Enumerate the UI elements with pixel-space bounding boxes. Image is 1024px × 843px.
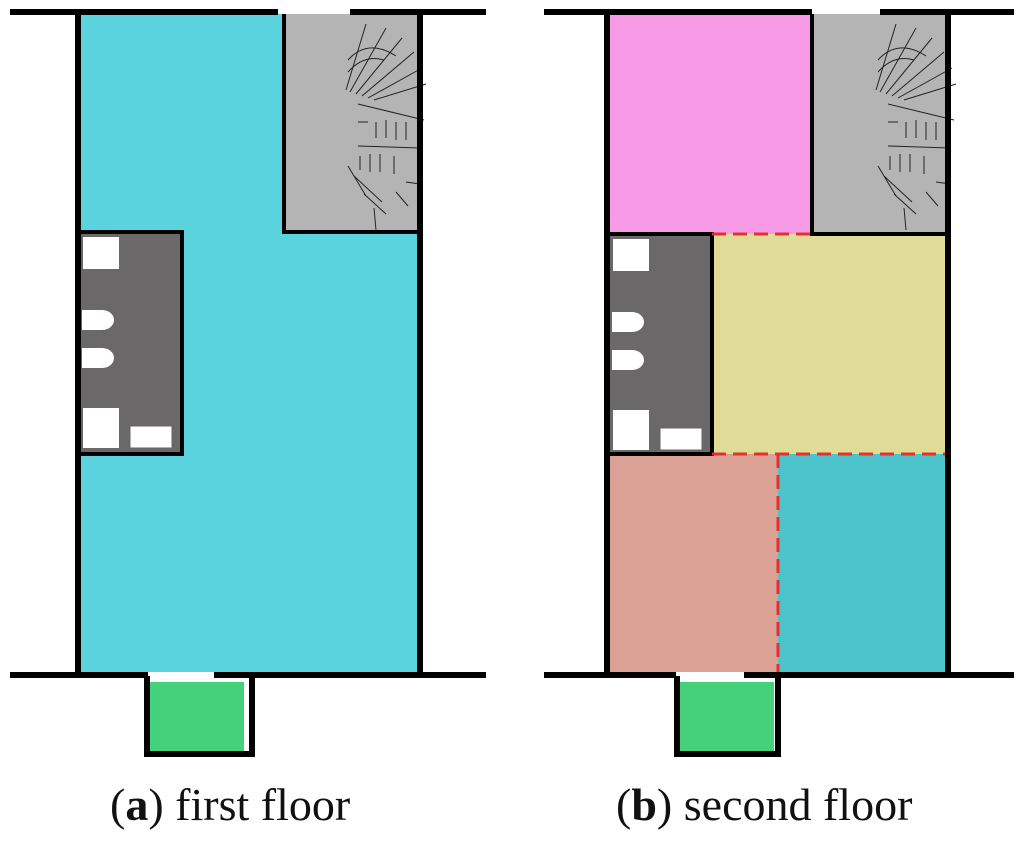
entry-area — [680, 682, 774, 752]
entry-area — [150, 682, 244, 752]
caption-second-floor: (b) second floor — [616, 779, 913, 830]
second-floor-plan — [544, 9, 1014, 757]
salmon-room — [610, 454, 778, 672]
caption-letter: a — [125, 779, 149, 830]
staircase-area — [812, 14, 946, 234]
entry-wall — [674, 676, 781, 757]
first-floor-plan — [10, 9, 486, 757]
entry-wall — [144, 676, 255, 757]
pink-room — [610, 14, 812, 234]
caption-text: first floor — [175, 779, 351, 830]
caption-first-floor: (a) first floor — [110, 779, 351, 830]
stair-wall — [282, 14, 418, 234]
teal-room — [778, 454, 946, 672]
yellow-room — [712, 234, 946, 454]
staircase-area — [284, 14, 418, 232]
bathroom-wall — [610, 232, 714, 456]
caption-text: second floor — [683, 779, 913, 830]
bathroom-wall — [80, 230, 184, 456]
first-floor-open-area — [80, 14, 418, 672]
partition-lines — [712, 232, 946, 672]
caption-letter: b — [631, 779, 657, 830]
stair-wall — [810, 14, 946, 236]
